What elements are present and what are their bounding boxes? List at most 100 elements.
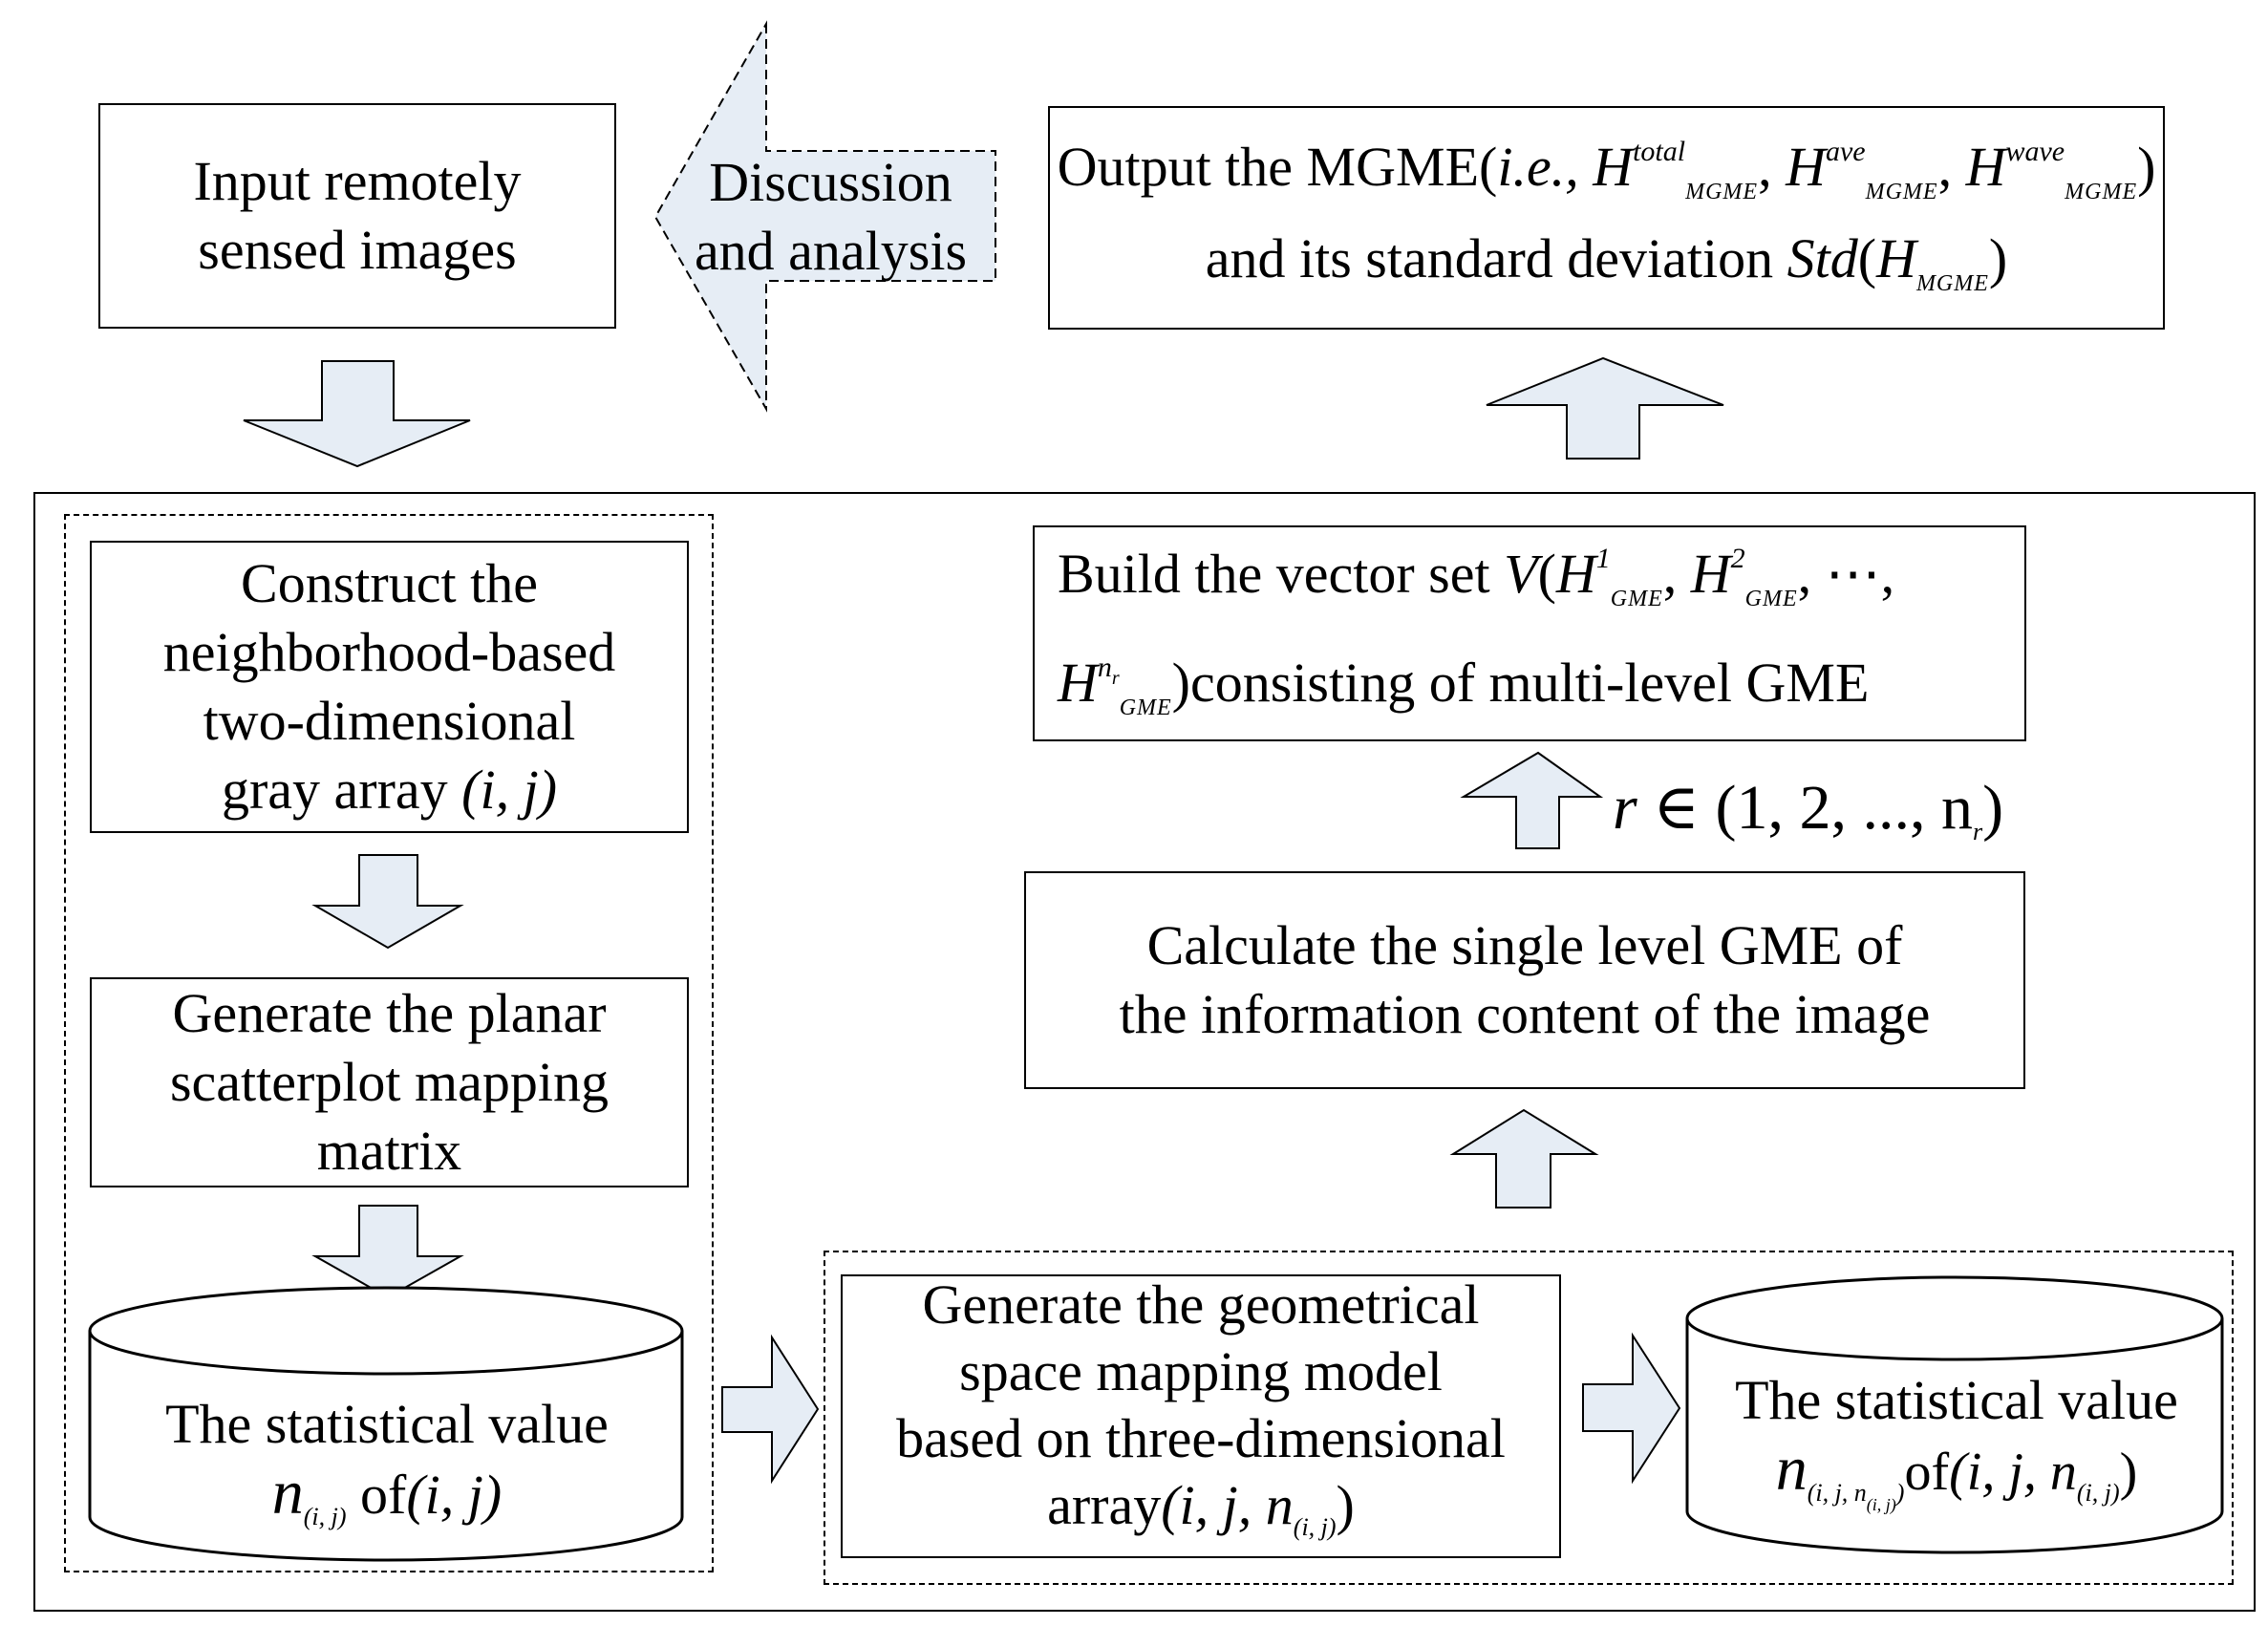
- output-sub-total: MGME: [1685, 180, 1759, 204]
- arrow-stat2d-to-geometric: [721, 1334, 820, 1485]
- discussion-line-2: and analysis: [694, 220, 968, 282]
- stat3d-n: n: [1775, 1434, 1808, 1504]
- arrow-input-to-process: [243, 360, 471, 468]
- discussion-line-1: Discussion: [709, 151, 952, 213]
- construct-array-box: Construct the neighborhood-based two-dim…: [90, 541, 689, 833]
- vector-supnr-sub: r: [1111, 668, 1120, 689]
- stat2d-n: n: [271, 1458, 304, 1528]
- cylinder-stat2d: [88, 1286, 684, 1562]
- stat3d-tuple-sub: (i, j): [2076, 1479, 2120, 1507]
- stat3d-label: The statistical value n(i, j, n(i, j))of…: [1691, 1366, 2222, 1539]
- planar-matrix-box: Generate the planar scatterplot mapping …: [90, 977, 689, 1187]
- input-line-2: sensed images: [198, 219, 517, 281]
- range-r: r: [1613, 773, 1637, 843]
- construct-line-4: gray array (i, j): [163, 756, 616, 824]
- output-std-h: H: [1876, 227, 1916, 289]
- stat2d-label: The statistical value n(i, j) of(i, j): [105, 1390, 669, 1551]
- output-std: Std: [1787, 227, 1858, 289]
- output-line2-prefix: and its standard deviation: [1205, 227, 1774, 289]
- geometric-tuple: (i, j, n: [1161, 1474, 1294, 1536]
- discussion-label: Discussion and analysis: [680, 148, 981, 286]
- vector-set-box: Build the vector set V(H1GME, H2GME, ⋯, …: [1033, 525, 2026, 741]
- output-ie: i.e.,: [1497, 136, 1579, 198]
- stat3d-n-sub: (i, j, n: [1807, 1479, 1867, 1507]
- output-prefix: Output the MGME: [1057, 136, 1479, 198]
- output-sup-total: total: [1633, 136, 1686, 167]
- output-mgme-box: Output the MGME(i.e., HtotalMGME, HaveMG…: [1048, 106, 2165, 330]
- construct-line-2: neighborhood-based: [162, 621, 616, 683]
- geometric-model-box: Generate the geometrical space mapping m…: [841, 1273, 1561, 1561]
- arrow-geometric-to-stat3d: [1582, 1332, 1681, 1485]
- single-line-2: the information content of the image: [1119, 983, 1931, 1045]
- vector-sup2: 2: [1730, 543, 1745, 574]
- vector-line-1: Build the vector set V(H1GME, H2GME, ⋯,: [1058, 543, 1895, 611]
- stat2d-math: n(i, j) of(i, j): [105, 1459, 669, 1551]
- geometric-array: array: [1047, 1474, 1162, 1536]
- single-level-gme-box: Calculate the single level GME of the in…: [1024, 871, 2025, 1089]
- geometric-tuple-sub: (i, j): [1293, 1513, 1337, 1541]
- planar-line-3: matrix: [316, 1120, 462, 1182]
- vector-subnr: GME: [1119, 695, 1172, 720]
- planar-line-2: scatterplot mapping: [169, 1051, 610, 1113]
- output-h-total: H: [1593, 136, 1634, 198]
- geometric-line-2: space mapping model: [959, 1340, 1443, 1402]
- arrow-construct-to-planar: [311, 854, 464, 950]
- range-set: (1, 2, ..., n: [1715, 773, 1974, 843]
- arrow-single-to-vector: [1460, 751, 1604, 849]
- output-sup-wave: wave: [2005, 136, 2065, 167]
- vector-line-2: HnrGME)consisting of multi-level GME: [1058, 652, 1870, 720]
- stat3d-title: The statistical value: [1735, 1369, 2178, 1431]
- vector-prefix: Build the vector set: [1058, 543, 1490, 605]
- geometric-line-4: array(i, j, n(i, j)): [896, 1472, 1506, 1561]
- stat3d-n-sub2: (i, j): [1866, 1495, 1896, 1514]
- vector-sub1: GME: [1610, 587, 1663, 611]
- vector-v: V: [1504, 543, 1538, 605]
- planar-line-1: Generate the planar: [172, 982, 607, 1044]
- output-h-ave: H: [1786, 136, 1826, 198]
- range-in: ∈: [1653, 773, 1701, 843]
- stat2d-tuple: (i, j): [406, 1464, 503, 1526]
- vector-h2: H: [1690, 543, 1731, 605]
- construct-math: (i, j): [461, 759, 558, 821]
- left-process-group: [64, 514, 714, 1572]
- output-sup-ave: ave: [1825, 136, 1866, 167]
- single-line-1: Calculate the single level GME of: [1146, 914, 1903, 976]
- vector-hnr: H: [1058, 652, 1098, 714]
- output-h-wave: H: [1965, 136, 2006, 198]
- stat2d-title: The statistical value: [165, 1393, 609, 1455]
- stat3d-of: of: [1904, 1443, 1950, 1502]
- stat3d-math: n(i, j, n(i, j))of(i, j, n(i, j)): [1691, 1435, 2222, 1539]
- geometric-line-1: Generate the geometrical: [922, 1273, 1480, 1336]
- vector-sup1: 1: [1595, 543, 1611, 574]
- output-line-2: and its standard deviation Std(HMGME): [1205, 227, 2008, 296]
- arrow-planar-to-stat2d: [311, 1205, 464, 1299]
- input-images-box: Input remotely sensed images: [98, 103, 616, 329]
- output-sub-wave: MGME: [2065, 180, 2138, 204]
- stat2d-n-sub: (i, j): [303, 1503, 347, 1530]
- output-line-1: Output the MGME(i.e., HtotalMGME, HaveMG…: [1057, 136, 2156, 204]
- geometric-process-group: [824, 1251, 2234, 1585]
- stat2d-of: of: [360, 1464, 407, 1526]
- stat3d-tuple-close: ): [2119, 1443, 2138, 1502]
- construct-gray-array: gray array: [221, 759, 448, 821]
- vector-h1: H: [1555, 543, 1596, 605]
- input-line-1: Input remotely: [193, 150, 522, 212]
- construct-line-3: two-dimensional: [203, 690, 576, 752]
- cylinder-stat3d: [1685, 1275, 2224, 1554]
- vector-sub2: GME: [1744, 587, 1798, 611]
- output-std-sub: MGME: [1915, 271, 1989, 296]
- arrow-process-to-output: [1486, 356, 1724, 460]
- vector-supnr: n: [1097, 652, 1112, 683]
- arrow-geometric-to-single: [1449, 1108, 1599, 1209]
- construct-line-1: Construct the: [241, 552, 538, 614]
- geometric-tuple-close: ): [1336, 1474, 1355, 1536]
- geometric-line-3: based on three-dimensional: [896, 1407, 1506, 1469]
- range-close: ): [1982, 773, 2004, 843]
- range-label: r ∈ (1, 2, ..., nr): [1613, 774, 2003, 866]
- stat3d-tuple: (i, j, n: [1949, 1443, 2077, 1502]
- vector-dots: ⋯: [1825, 543, 1881, 605]
- arrow-discussion: [653, 20, 996, 413]
- vector-suffix: consisting of multi-level GME: [1190, 652, 1870, 714]
- output-sub-ave: MGME: [1865, 180, 1938, 204]
